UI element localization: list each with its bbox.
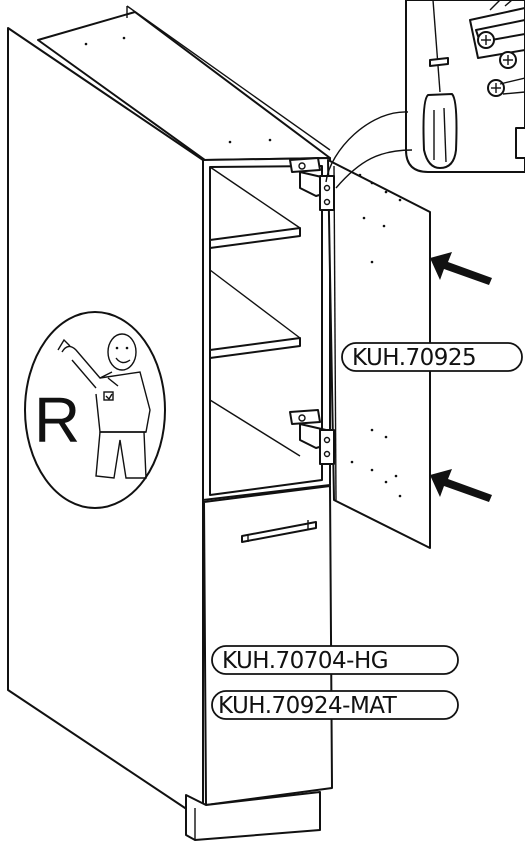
label-door-upper-text: KUH.70925	[352, 345, 476, 371]
arrow-lower	[430, 469, 492, 502]
label-handle-text: KUH.70704-HG	[222, 648, 388, 674]
orientation-badge: R	[24, 311, 166, 509]
arrow-upper	[430, 252, 492, 285]
door-handle	[241, 520, 317, 543]
shelf-upper	[209, 227, 301, 249]
hinge-detail	[469, 0, 525, 97]
label-door-upper: KUH.70925	[341, 342, 523, 372]
label-door-lower-text: KUH.70924-MAT	[218, 693, 398, 719]
screwdriver-icon	[422, 0, 458, 169]
badge-letter: R	[34, 384, 80, 456]
shelf-middle	[209, 337, 301, 359]
hinge-upper	[289, 157, 335, 211]
person-pointing-icon	[57, 333, 151, 479]
cabinet-opening	[209, 165, 323, 496]
plinth	[185, 791, 321, 841]
detail-inset	[325, 0, 525, 189]
label-handle: KUH.70704-HG	[211, 645, 459, 675]
hinge-lower	[289, 409, 335, 465]
label-door-lower: KUH.70924-MAT	[211, 690, 459, 720]
